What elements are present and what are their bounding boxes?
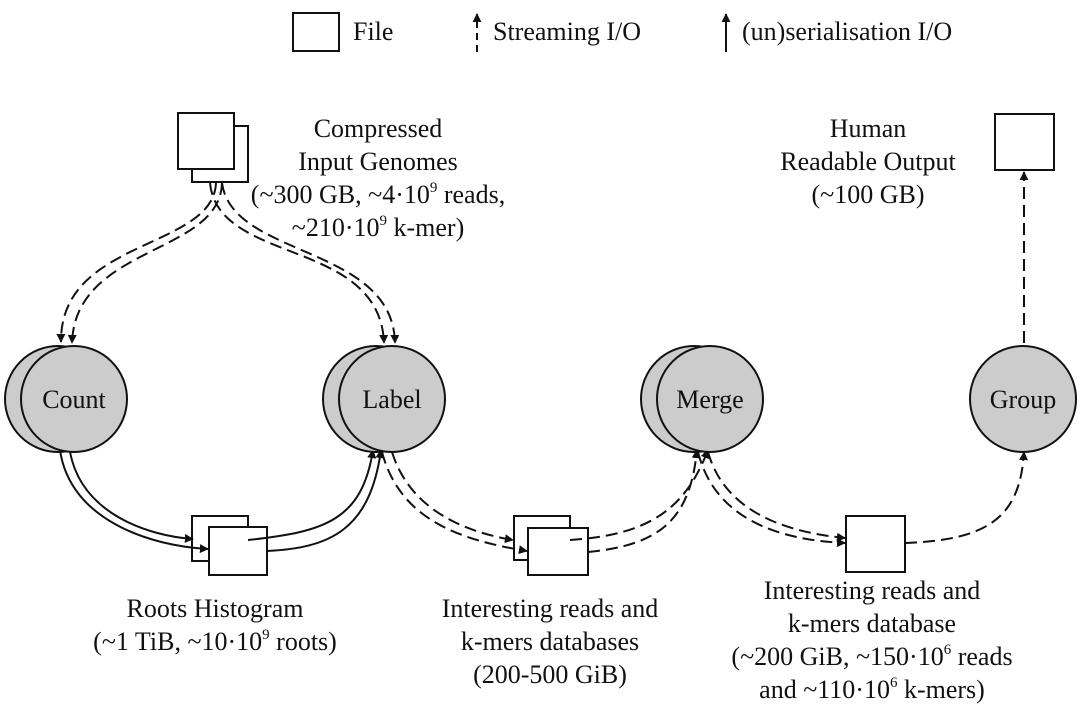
legend-file-label: File xyxy=(353,17,394,46)
merge-to-db-arrow-2 xyxy=(707,451,846,542)
input-to-count-arrow xyxy=(56,182,217,343)
output-label: Human Readable Output (~100 GB) xyxy=(780,114,956,209)
merge-to-db-arrow xyxy=(697,451,846,548)
label-node xyxy=(322,345,446,453)
input-to-label-arrow-2 xyxy=(221,182,400,344)
label-node-label: Label xyxy=(362,385,422,414)
legend-streaming-label: Streaming I/O xyxy=(493,17,642,46)
input-to-count-arrow-2 xyxy=(67,182,223,344)
legend-file-icon xyxy=(292,12,340,52)
merge-node-label: Merge xyxy=(676,385,744,414)
roots-histogram-file-icon xyxy=(191,515,268,576)
group-node-label: Group xyxy=(989,385,1057,414)
roots-histogram-label: Roots Histogram (~1 TiB, ~10·109 roots) xyxy=(93,594,337,656)
count-node-label: Count xyxy=(42,385,106,414)
interesting-db-label: Interesting reads and k-mers database (~… xyxy=(731,576,1013,704)
roots-to-label-arrow-2 xyxy=(247,449,377,541)
count-to-roots-arrow-2 xyxy=(69,451,194,543)
count-to-roots-arrow xyxy=(59,449,209,554)
input-genomes-label: Compressed Input Genomes (~300 GB, ~4·10… xyxy=(250,114,506,242)
interesting-db-file-icon xyxy=(845,515,906,573)
legend-serialisation-label: (un)serialisation I/O xyxy=(742,17,953,46)
input-to-label-arrow xyxy=(209,182,389,344)
interesting-dbs-label: Interesting reads and k-mers databases (… xyxy=(441,594,659,689)
db-to-group-arrow xyxy=(904,451,1029,544)
interesting-dbs-file-icon xyxy=(513,515,589,576)
label-to-dbs-arrow xyxy=(381,451,528,555)
input-genomes-file-icon xyxy=(177,112,249,183)
dbs-to-merge-arrow-2 xyxy=(569,449,710,541)
dbs-to-merge-arrow xyxy=(587,449,701,553)
label-to-dbs-arrow-2 xyxy=(391,451,514,544)
output-file-icon xyxy=(994,113,1055,171)
count-node xyxy=(4,345,128,453)
merge-node xyxy=(640,345,764,453)
group-node xyxy=(969,345,1077,453)
roots-to-label-arrow xyxy=(266,449,385,552)
